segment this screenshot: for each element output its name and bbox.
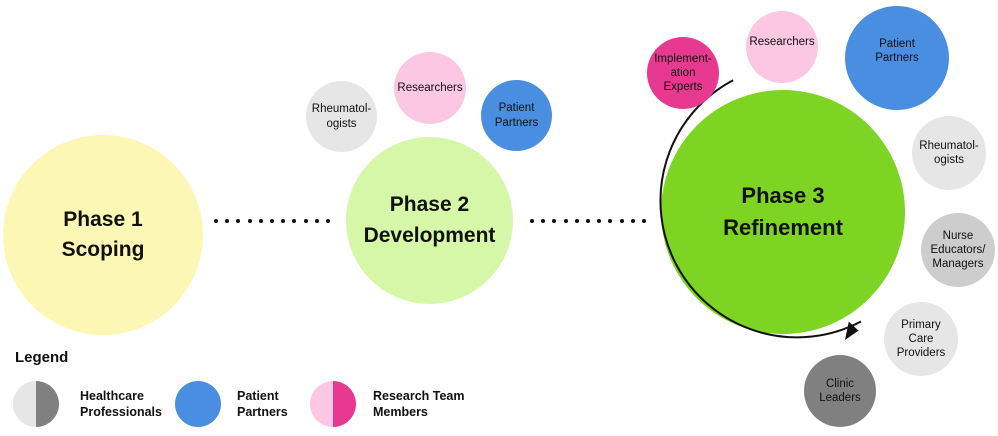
connector-dot bbox=[314, 219, 319, 223]
phase3-clinic-leaders: Clinic Leaders bbox=[804, 355, 876, 427]
connector-dot bbox=[597, 219, 602, 223]
phase2-rheumatologists: Rheumatol- ogists bbox=[306, 81, 377, 152]
connector-dot bbox=[292, 219, 297, 223]
phase3-primary-care-providers-label: Primary Care Providers bbox=[896, 318, 946, 359]
legend-healthcare-label: Healthcare Professionals bbox=[80, 389, 162, 420]
phase2-patient-partners-label: Patient Partners bbox=[494, 102, 539, 129]
phase-1-circle: Phase 1 Scoping bbox=[3, 135, 203, 335]
connector-dot bbox=[303, 219, 308, 223]
connector-dot bbox=[258, 219, 263, 223]
connector-dot bbox=[574, 219, 579, 223]
phase2-researchers: Researchers bbox=[394, 52, 466, 124]
phase3-rheumatologists-label: Rheumatol- ogists bbox=[919, 139, 979, 166]
connector-dot bbox=[236, 219, 241, 223]
phase3-implementation-experts: Implement- ation Experts bbox=[647, 37, 719, 109]
phase3-clinic-leaders-label: Clinic Leaders bbox=[819, 377, 861, 404]
connector-dot bbox=[214, 219, 218, 223]
connector-dot bbox=[642, 219, 646, 223]
connector-dot bbox=[247, 219, 252, 223]
legend-patient-partners-label: Patient Partners bbox=[237, 389, 288, 420]
connector-dot bbox=[326, 219, 330, 223]
phase3-researchers: Researchers bbox=[746, 11, 818, 83]
legend-research-team-icon bbox=[310, 381, 356, 427]
connector-dot bbox=[530, 219, 534, 223]
phase3-implementation-experts-label: Implement- ation Experts bbox=[654, 52, 712, 93]
connector-dot bbox=[586, 219, 590, 223]
phase-3-circle: Phase 3 Refinement bbox=[661, 90, 905, 334]
legend-healthcare-icon bbox=[13, 381, 59, 427]
phase2-researchers-label: Researchers bbox=[397, 81, 463, 94]
connector-phase2-phase3 bbox=[530, 219, 646, 223]
connector-dot bbox=[630, 219, 635, 223]
connector-dot bbox=[281, 219, 286, 223]
phase2-rheumatologists-label: Rheumatol- ogists bbox=[311, 103, 372, 130]
phase3-patient-partners-label: Patient Partners bbox=[875, 37, 919, 64]
legend-research-team-label: Research Team Members bbox=[373, 389, 465, 420]
phase3-primary-care-providers: Primary Care Providers bbox=[884, 302, 958, 376]
phase3-researchers-label: Researchers bbox=[749, 35, 815, 48]
phase-1-label: Phase 1 Scoping bbox=[61, 207, 145, 261]
phase3-nurse-educators-label: Nurse Educators/ Managers bbox=[930, 229, 986, 270]
phase3-rheumatologists: Rheumatol- ogists bbox=[912, 116, 986, 190]
legend-title: Legend bbox=[15, 349, 69, 366]
connector-dot bbox=[270, 219, 274, 223]
phase3-patient-partners: Patient Partners bbox=[845, 6, 949, 110]
connector-dot bbox=[225, 219, 230, 223]
phase-2-label: Phase 2 Development bbox=[363, 193, 496, 247]
phase3-nurse-educators: Nurse Educators/ Managers bbox=[921, 213, 995, 287]
connector-dot bbox=[608, 219, 613, 223]
connector-dot bbox=[619, 219, 624, 223]
connector-phase1-phase2 bbox=[214, 219, 330, 223]
arrow-head bbox=[845, 321, 859, 340]
connector-dot bbox=[541, 219, 546, 223]
legend-patient-partners-icon bbox=[175, 381, 221, 427]
phase2-patient-partners: Patient Partners bbox=[481, 80, 552, 151]
phase-3-label: Phase 3 Refinement bbox=[723, 183, 843, 240]
phase-2-circle: Phase 2 Development bbox=[346, 137, 513, 304]
connector-dot bbox=[552, 219, 557, 223]
connector-dot bbox=[563, 219, 568, 223]
